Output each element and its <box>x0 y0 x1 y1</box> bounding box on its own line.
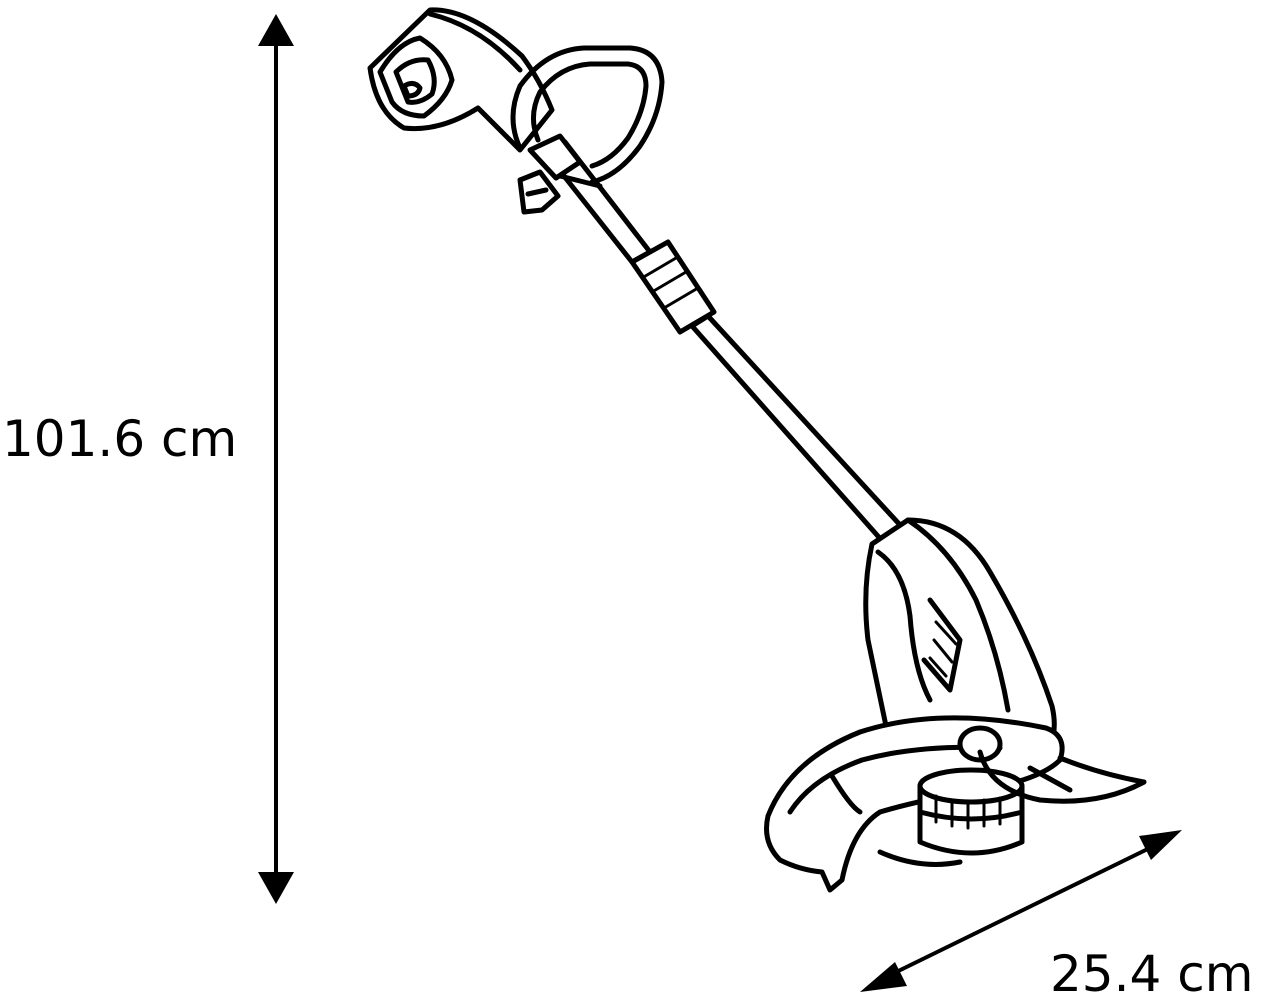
arrow-right-icon <box>1139 830 1182 860</box>
arrow-up-icon <box>258 14 294 46</box>
string-trimmer-icon <box>367 7 1147 893</box>
height-dimension-arrow <box>258 14 294 904</box>
width-dimension-arrow <box>860 830 1182 992</box>
arrow-down-icon <box>258 872 294 904</box>
arrow-left-icon <box>860 962 907 992</box>
height-dimension-label: 101.6 cm <box>2 410 238 468</box>
width-dimension-label: 25.4 cm <box>1050 945 1254 1003</box>
